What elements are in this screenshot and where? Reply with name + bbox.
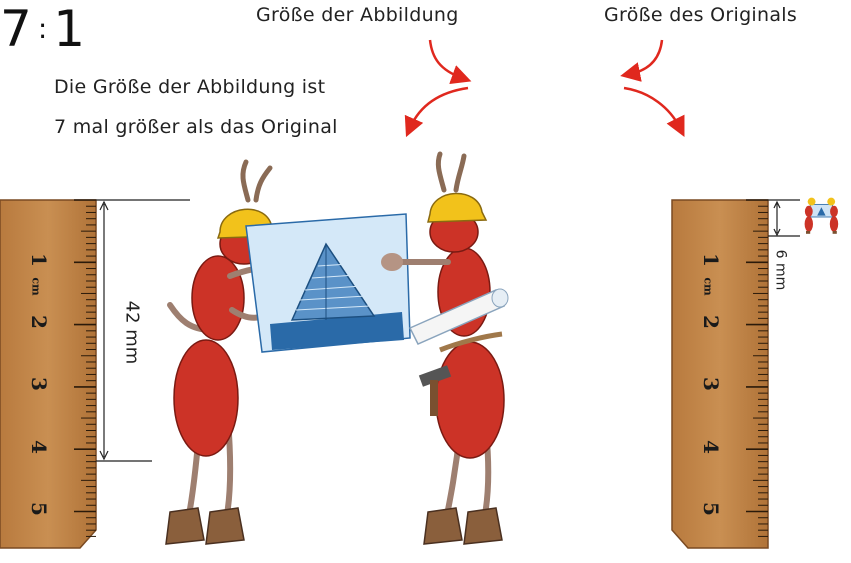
right-ruler-unit: cm bbox=[701, 277, 715, 296]
right-ruler-number: 2 bbox=[698, 315, 723, 329]
left-ruler bbox=[0, 199, 97, 549]
arrow-to-description bbox=[404, 86, 469, 138]
ratio-right: 1 bbox=[53, 0, 86, 58]
right-ruler-number: 4 bbox=[698, 440, 723, 454]
arrow-to-ratio-right bbox=[620, 39, 664, 82]
left-ruler-number: 2 bbox=[26, 315, 51, 329]
left-ruler-number: 1 bbox=[26, 253, 51, 267]
right-measurement-line bbox=[768, 199, 800, 237]
right-ant-icon bbox=[381, 151, 509, 545]
right-ruler-number: 1 bbox=[698, 253, 723, 267]
arrow-to-original bbox=[623, 86, 685, 137]
left-measurement-line bbox=[96, 199, 190, 462]
right-measurement-label: 6 mm bbox=[772, 249, 789, 291]
right-ruler bbox=[671, 199, 769, 549]
arrow-to-ratio-left bbox=[428, 39, 472, 84]
ratio-separator: : bbox=[37, 12, 48, 45]
left-measurement-label: 42 mm bbox=[121, 300, 143, 365]
description-line-1: Die Größe der Abbildung ist bbox=[54, 76, 326, 98]
left-ruler-number: 5 bbox=[26, 502, 51, 516]
left-ant-icon bbox=[165, 159, 310, 545]
left-ruler-unit: cm bbox=[29, 277, 43, 296]
small-ants-icon bbox=[804, 197, 839, 234]
original-size-label: Größe des Originals bbox=[604, 4, 798, 26]
blueprint-icon bbox=[245, 213, 411, 353]
right-ruler-number: 3 bbox=[698, 377, 723, 391]
image-size-label: Größe der Abbildung bbox=[256, 4, 459, 26]
left-ruler-number: 4 bbox=[26, 440, 51, 454]
right-ruler-number: 5 bbox=[698, 502, 723, 516]
left-ruler-number: 3 bbox=[26, 377, 51, 391]
scale-ratio: 7:1 bbox=[0, 0, 851, 58]
ratio-left: 7 bbox=[0, 0, 32, 58]
description-line-2: 7 mal größer als das Original bbox=[54, 116, 338, 138]
